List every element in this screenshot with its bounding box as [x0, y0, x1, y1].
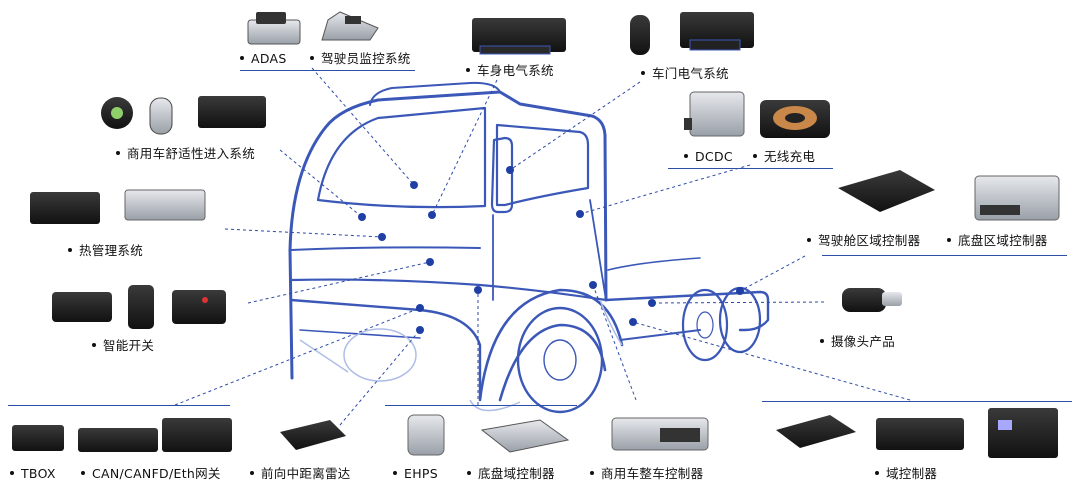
- product-images: [12, 11, 1060, 458]
- body-electric-product-image: [472, 18, 566, 55]
- dcdc-product-image: [684, 91, 745, 137]
- rule-top-left: [240, 70, 415, 71]
- rule-bottom-left: [8, 405, 230, 406]
- tbox-product-image: [12, 425, 64, 451]
- camera-product-image: [842, 288, 902, 312]
- smart-switch-product-image: [52, 285, 226, 329]
- label-chassis-zone: 底盘区域控制器: [947, 233, 1048, 248]
- label-domain-controller: 域控制器: [875, 466, 937, 481]
- driver-monitor-product-image: [321, 11, 379, 41]
- ehps-product-image: [407, 414, 445, 456]
- cockpit-domain-product-image: [838, 170, 935, 212]
- front-radar-product-image: [280, 420, 346, 450]
- rule-bottom-mid: [385, 405, 577, 406]
- label-driver-monitor: 驾驶员监控系统: [310, 51, 411, 66]
- label-smart-switch: 智能开关: [92, 338, 154, 353]
- label-ehps: EHPS: [393, 466, 438, 481]
- label-front-radar: 前向中距离雷达: [250, 466, 351, 481]
- domain-controller-product-image: [776, 408, 1058, 458]
- label-vehicle-controller: 商用车整车控制器: [590, 466, 703, 481]
- can-gateway-product-image: [78, 418, 232, 452]
- label-body-electric: 车身电气系统: [466, 63, 554, 78]
- label-chassis-domain: 底盘域控制器: [467, 466, 555, 481]
- rule-cockpit: [822, 255, 1067, 256]
- rule-dcdc: [668, 168, 833, 169]
- label-thermal: 热管理系统: [68, 243, 143, 258]
- label-wireless-charge: 无线充电: [753, 149, 815, 164]
- label-dcdc: DCDC: [684, 149, 733, 164]
- label-tbox: TBOX: [10, 466, 56, 481]
- door-electric-product-image: [630, 12, 754, 55]
- comfort-entry-product-image: [101, 96, 266, 135]
- connector-lines: [174, 67, 911, 426]
- label-cockpit-domain: 驾驶舱区域控制器: [807, 233, 920, 248]
- label-door-electric: 车门电气系统: [641, 66, 729, 81]
- label-camera: 摄像头产品: [820, 334, 895, 349]
- rule-bottom-right: [762, 401, 1072, 402]
- label-comfort-entry: 商用车舒适性进入系统: [116, 146, 255, 161]
- chassis-zone-product-image: [974, 175, 1060, 221]
- wireless-charge-product-image: [760, 100, 830, 138]
- chassis-domain-product-image: [480, 419, 570, 453]
- connection-dots: [358, 166, 744, 334]
- label-adas: ADAS: [240, 51, 287, 66]
- thermal-product-image: [30, 189, 206, 224]
- label-can-gateway: CAN/CANFD/Eth网关: [81, 466, 221, 481]
- vehicle-controller-product-image: [611, 417, 709, 451]
- adas-product-image: [247, 12, 301, 45]
- truck-outline: [288, 81, 770, 414]
